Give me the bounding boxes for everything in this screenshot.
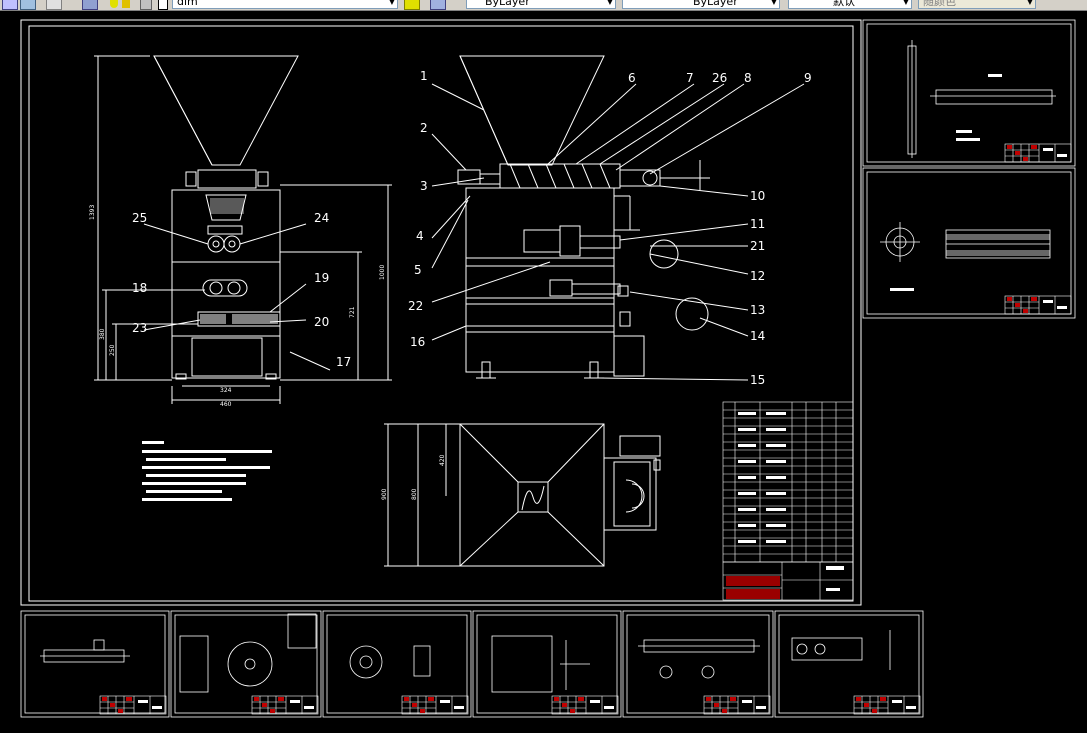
side-view: 1393 1000 721 380 250 324 460 <box>89 55 392 408</box>
callout-12: 12 <box>750 269 765 283</box>
detail-sheet-bottom-3 <box>322 610 472 718</box>
color-dropdown[interactable]: ByLayer ▼ <box>466 0 616 9</box>
callout-17: 17 <box>336 355 351 369</box>
lineweight-dropdown[interactable]: 默认 ▼ <box>788 0 912 9</box>
chevron-down-icon: ▼ <box>770 0 777 6</box>
callout-19: 19 <box>314 271 329 285</box>
layer-manager-icon[interactable] <box>2 0 18 10</box>
svg-text:800: 800 <box>411 488 418 500</box>
svg-text:250: 250 <box>109 344 116 356</box>
parts-list-table <box>722 401 854 601</box>
svg-text:721: 721 <box>349 306 356 318</box>
layer-previous-icon[interactable] <box>46 0 62 10</box>
layer-previous-stack-icon[interactable] <box>430 0 446 10</box>
callout-25: 25 <box>132 211 147 225</box>
callout-3: 3 <box>420 179 428 193</box>
layer-stack-icon[interactable] <box>82 0 98 10</box>
callout-16: 16 <box>410 335 425 349</box>
svg-text:1000: 1000 <box>379 265 386 280</box>
detail-sheet-shaft <box>862 19 1076 167</box>
callout-24: 24 <box>314 211 329 225</box>
svg-text:420: 420 <box>439 454 446 466</box>
callout-11: 11 <box>750 217 765 231</box>
top-view: 900 800 420 <box>381 423 661 567</box>
callout-6: 6 <box>628 71 636 85</box>
plotstyle-dropdown-value: 随颜色 <box>923 0 956 8</box>
chevron-down-icon: ▼ <box>606 0 613 6</box>
callout-23: 23 <box>132 321 147 335</box>
svg-text:380: 380 <box>99 328 106 340</box>
callout-26: 26 <box>712 71 727 85</box>
front-view-callouts: 1 2 3 4 5 6 7 26 8 9 10 11 21 12 13 14 1… <box>408 69 812 387</box>
layer-dropdown-value: dim <box>177 0 198 8</box>
layer-dropdown[interactable]: dim ▼ <box>172 0 398 9</box>
lineweight-dropdown-value: 默认 <box>833 0 855 8</box>
svg-text:1393: 1393 <box>89 205 96 220</box>
make-object-layer-current-icon[interactable] <box>404 0 420 10</box>
chevron-down-icon: ▼ <box>902 0 909 6</box>
detail-sheet-bottom-4 <box>472 610 622 718</box>
callout-2: 2 <box>420 121 428 135</box>
detail-sheet-bottom-6 <box>774 610 924 718</box>
callout-20: 20 <box>314 315 329 329</box>
front-view <box>431 55 805 381</box>
properties-toolbar: dim ▼ ByLayer ▼ ByLayer ▼ 默认 ▼ 随颜色 ▼ <box>0 0 1087 11</box>
callout-13: 13 <box>750 303 765 317</box>
callout-14: 14 <box>750 329 765 343</box>
callout-18: 18 <box>132 281 147 295</box>
callout-21: 21 <box>750 239 765 253</box>
side-view-callouts: 25 24 18 19 23 20 17 <box>132 211 351 369</box>
color-dropdown-value: ByLayer <box>485 0 530 8</box>
callout-7: 7 <box>686 71 694 85</box>
model-space-canvas[interactable]: 1393 1000 721 380 250 324 460 25 24 18 1… <box>0 11 1087 729</box>
main-assembly-sheet <box>20 19 862 606</box>
callout-22: 22 <box>408 299 423 313</box>
chevron-down-icon: ▼ <box>388 0 395 6</box>
detail-sheet-sleeve <box>862 167 1076 319</box>
svg-text:460: 460 <box>220 401 232 408</box>
layer-on-bulb-icon[interactable] <box>110 0 118 8</box>
detail-sheet-bottom-2 <box>170 610 322 718</box>
callout-8: 8 <box>744 71 752 85</box>
callout-4: 4 <box>416 229 424 243</box>
linetype-dropdown[interactable]: ByLayer ▼ <box>622 0 780 9</box>
svg-text:324: 324 <box>220 387 232 394</box>
callout-9: 9 <box>804 71 812 85</box>
detail-sheet-bottom-5 <box>622 610 774 718</box>
plotstyle-dropdown[interactable]: 随颜色 ▼ <box>918 0 1036 9</box>
layer-color-swatch-icon[interactable] <box>158 0 168 10</box>
chevron-down-icon: ▼ <box>1026 0 1033 6</box>
callout-15: 15 <box>750 373 765 387</box>
callout-1: 1 <box>420 69 428 83</box>
layer-state-icon[interactable] <box>20 0 36 10</box>
layer-freeze-sun-icon[interactable] <box>122 0 130 8</box>
svg-text:900: 900 <box>381 488 388 500</box>
layer-lock-icon[interactable] <box>140 0 152 10</box>
callout-5: 5 <box>414 263 422 277</box>
callout-10: 10 <box>750 189 765 203</box>
linetype-dropdown-value: ByLayer <box>693 0 738 8</box>
technical-notes <box>142 441 272 501</box>
cad-drawing: 1393 1000 721 380 250 324 460 25 24 18 1… <box>20 19 1076 718</box>
detail-sheet-bottom-1 <box>20 610 170 718</box>
